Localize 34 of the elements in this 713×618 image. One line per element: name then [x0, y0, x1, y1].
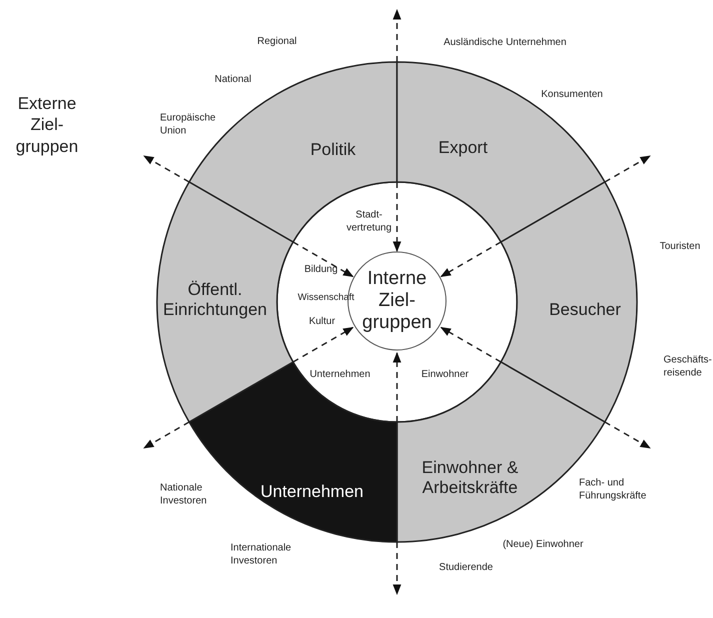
segment-label: Öffentl. Einrichtungen [162, 280, 268, 320]
group-label: Fach- und Führungskräfte [579, 478, 648, 502]
group-label: Geschäfts- reisende [664, 354, 713, 380]
group-label: Unternehmen [310, 368, 370, 382]
group-label: Bildung [304, 264, 338, 276]
group-label: Internationale Investoren [230, 542, 292, 568]
arrow [292, 241, 354, 278]
heading-label: Externe Ziel- gruppen [14, 93, 80, 157]
group-label: Ausländische Unternehmen [444, 36, 566, 50]
segment-label: Einwohner & Arbeitskräfte [420, 458, 520, 498]
group-label: Konsumenten [541, 88, 603, 102]
group-label: National [214, 74, 252, 86]
ring-segment [396, 61, 606, 243]
group-label: Regional [257, 36, 297, 48]
arrow [440, 326, 502, 363]
segment-label: Besucher [549, 300, 621, 320]
arrow [292, 326, 354, 363]
group-label: Nationale Investoren [160, 482, 208, 508]
ring-segment [156, 181, 294, 423]
arrow [392, 352, 402, 422]
group-label: Touristen [660, 240, 700, 254]
segment-label: Export [438, 138, 488, 158]
group-label: Kultur [308, 316, 336, 328]
group-label: Europäische Union [160, 112, 217, 138]
group-label: Stadt- vertretung [345, 210, 393, 234]
group-label: (Neue) Einwohner [502, 538, 584, 552]
ring-segment [500, 181, 638, 423]
group-label: Einwohner [421, 368, 469, 382]
arrow [440, 241, 502, 278]
segment-label: Politik [310, 140, 356, 160]
center-label: Interne Ziel- gruppen [362, 268, 432, 334]
segment-label: Unternehmen [260, 482, 364, 502]
group-label: Studierende [439, 562, 493, 574]
arrow [392, 182, 402, 252]
